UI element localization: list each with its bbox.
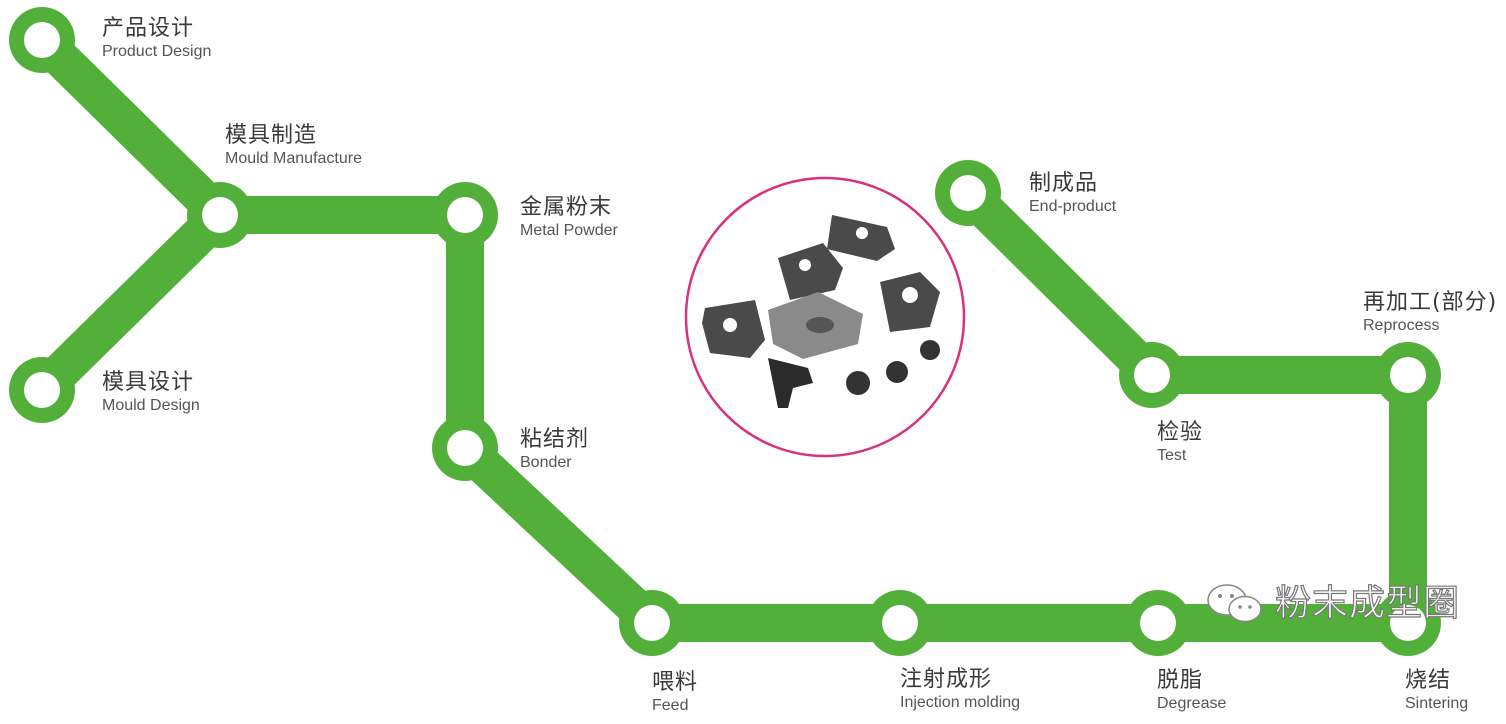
step-label-en: Mould Design bbox=[102, 397, 200, 414]
step-label-cn: 检验 bbox=[1157, 420, 1204, 445]
station-node-center bbox=[1390, 357, 1426, 393]
step-injection-molding: 注射成形 Injection molding bbox=[900, 669, 1020, 711]
step-label-en: Product Design bbox=[102, 43, 212, 60]
step-label-en: Metal Powder bbox=[520, 222, 618, 239]
station-node-center bbox=[24, 22, 60, 58]
step-label-cn: 烧结 bbox=[1405, 668, 1452, 693]
step-label-cn: 产品设计 bbox=[102, 16, 195, 41]
step-mould-design: 模具设计 Mould Design bbox=[102, 372, 200, 414]
step-label-en: End-product bbox=[1029, 198, 1117, 215]
step-degrease: 脱脂 Degrease bbox=[1157, 670, 1226, 712]
step-label-en: Degrease bbox=[1157, 695, 1227, 712]
step-label-cn: 喂料 bbox=[652, 670, 699, 695]
step-label-en: Injection molding bbox=[900, 694, 1021, 711]
station-node-center bbox=[950, 175, 986, 211]
step-label-cn: 制成品 bbox=[1029, 171, 1099, 196]
step-label-cn: 金属粉末 bbox=[520, 195, 613, 220]
step-bonder: 粘结剂 Bonder bbox=[520, 429, 589, 471]
station-node-center bbox=[202, 197, 238, 233]
station-node-center bbox=[1390, 605, 1426, 641]
wechat-icon bbox=[1207, 584, 1262, 623]
step-test: 检验 Test bbox=[1157, 422, 1203, 464]
step-reprocess: 再加工(部分) Reprocess bbox=[1363, 292, 1497, 334]
step-label-cn: 注射成形 bbox=[900, 667, 993, 692]
station-node-center bbox=[1134, 357, 1170, 393]
step-end-product: 制成品 End-product bbox=[1029, 173, 1116, 215]
station-node-center bbox=[882, 605, 918, 641]
step-label-cn: 再加工(部分) bbox=[1363, 290, 1498, 315]
step-label-en: Test bbox=[1157, 447, 1187, 464]
step-sintering: 烧结 Sintering bbox=[1405, 670, 1468, 712]
station-node-center bbox=[634, 605, 670, 641]
step-mould-manufacture: 模具制造 Mould Manufacture bbox=[225, 125, 362, 167]
watermark-text: 粉末成型圈 bbox=[1274, 583, 1461, 624]
step-label-en: Mould Manufacture bbox=[225, 150, 362, 167]
step-label-en: Sintering bbox=[1405, 695, 1469, 712]
station-node-center bbox=[1140, 605, 1176, 641]
step-metal-powder: 金属粉末 Metal Powder bbox=[520, 197, 618, 239]
station-node-center bbox=[447, 430, 483, 466]
step-label-cn: 粘结剂 bbox=[520, 427, 590, 452]
step-label-cn: 脱脂 bbox=[1157, 668, 1204, 693]
step-label-cn: 模具设计 bbox=[102, 370, 195, 395]
step-product-design: 产品设计 Product Design bbox=[102, 18, 211, 60]
step-feed: 喂料 Feed bbox=[652, 672, 698, 714]
step-label-en: Reprocess bbox=[1363, 317, 1440, 334]
step-label-en: Feed bbox=[652, 697, 689, 714]
step-label-en: Bonder bbox=[520, 454, 572, 471]
step-label-cn: 模具制造 bbox=[225, 123, 318, 148]
watermark: 粉末成型圈 bbox=[1205, 582, 1460, 626]
station-node-center bbox=[24, 372, 60, 408]
station-node-center bbox=[447, 197, 483, 233]
product-photo bbox=[684, 176, 966, 458]
